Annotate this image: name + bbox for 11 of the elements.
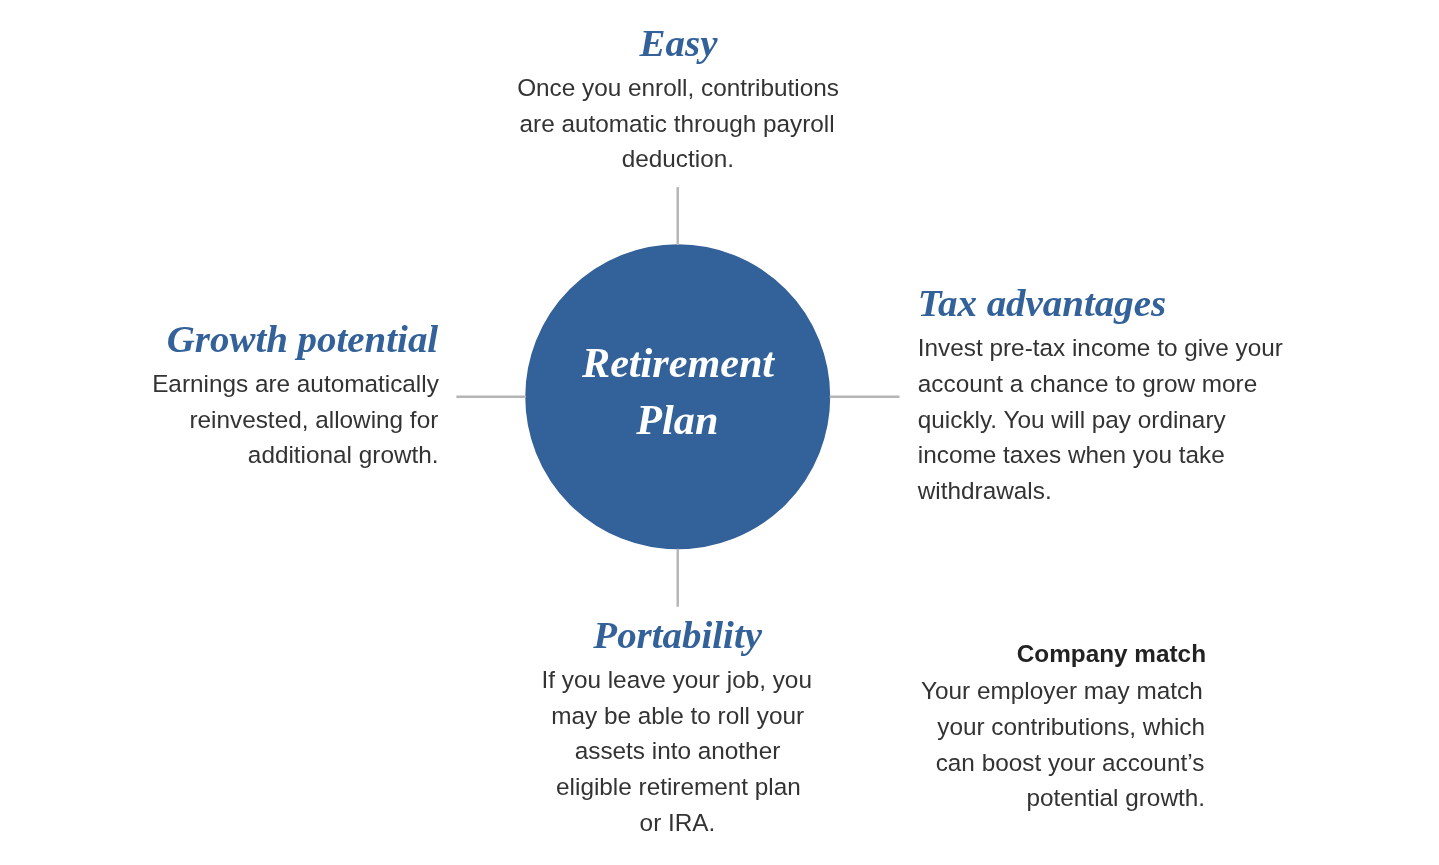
connector xyxy=(829,395,900,399)
node-text: Growth potential Earnings are automatically reinvested, allowing for additional growth. xyxy=(152,316,439,469)
node-text: Easy Once you enroll, contributions are automatic through payroll deduction. xyxy=(517,20,839,173)
node-circle: Retirement Plan xyxy=(525,244,831,550)
node-text: Tax advantages Invest pre-tax income to give your account a chance to grow more quickly. You will pay ordinary income taxes when you take withdrawals. xyxy=(917,281,1283,505)
connector xyxy=(456,395,526,399)
connector xyxy=(676,187,679,246)
label: Your employer may match your contributions, which can boost your account’s potential growth. xyxy=(921,677,1206,812)
label: Company match xyxy=(1016,640,1207,668)
node-text: Portability If you leave your job, you may be able to roll your assets into another eligible retirement plan or IRA. xyxy=(541,612,812,836)
connector xyxy=(676,548,679,607)
